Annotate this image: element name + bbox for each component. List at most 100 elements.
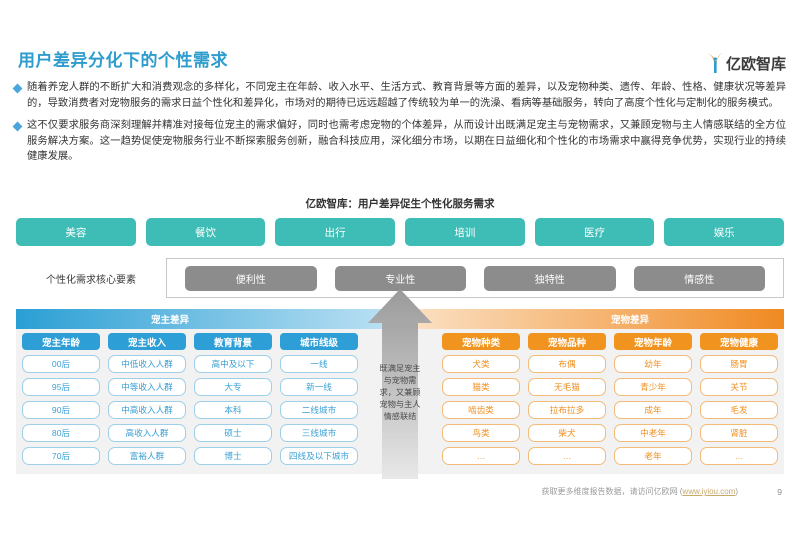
cell[interactable]: 中老年 <box>614 424 692 442</box>
core-pill-convenience[interactable]: 便利性 <box>185 265 317 291</box>
arrow-head-icon <box>368 289 432 323</box>
core-elements-row: 个性化需求核心要素 便利性 专业性 独特性 情感性 <box>16 258 784 298</box>
cell[interactable]: 青少年 <box>614 378 692 396</box>
service-pill-entertainment[interactable]: 娱乐 <box>664 218 785 246</box>
cell[interactable]: 新一线 <box>280 378 358 396</box>
bullet-text: 这不仅要求服务商深刻理解并精准对接每位宠主的需求偏好，同时也需考虑宠物的个体差异… <box>27 120 786 162</box>
column-owner-city-tier: 城市线级 一线 新一线 二线城市 三线城市 四线及以下城市 <box>280 333 358 465</box>
column-pet-health: 宠物健康 肠胃 关节 毛发 肾脏 … <box>700 333 778 465</box>
service-pill-dining[interactable]: 餐饮 <box>145 218 266 246</box>
owner-columns: 宠主年龄 00后 95后 90后 80后 70后 宠主收入 中低收入人群 中等收… <box>16 333 364 465</box>
cell[interactable]: 三线城市 <box>280 424 358 442</box>
column-header: 城市线级 <box>280 333 358 350</box>
cell[interactable]: 博士 <box>194 447 272 465</box>
cell[interactable]: 中低收入人群 <box>108 355 186 373</box>
cell[interactable]: 啮齿类 <box>442 401 520 419</box>
cell[interactable]: 猫类 <box>442 378 520 396</box>
cell[interactable]: 拉布拉多 <box>528 401 606 419</box>
cell[interactable]: 本科 <box>194 401 272 419</box>
cell[interactable]: 四线及以下城市 <box>280 447 358 465</box>
footer-text-prefix: 获取更多维度报告数据，请访问亿欧网 ( <box>541 487 683 496</box>
cell[interactable]: 肾脏 <box>700 424 778 442</box>
owner-band: 宠主差异 <box>16 309 400 329</box>
pet-columns: 宠物种类 犬类 猫类 啮齿类 鸟类 … 宠物品种 布偶 无毛猫 拉布拉多 柴犬 … <box>436 333 784 465</box>
core-pill-emotion[interactable]: 情感性 <box>633 265 765 291</box>
column-pet-breed: 宠物品种 布偶 无毛猫 拉布拉多 柴犬 … <box>528 333 606 465</box>
arrow-label: 既满足宠主与宠物需求，又兼顾宠物与主人情感联结 <box>379 364 421 421</box>
column-owner-education: 教育背景 高中及以下 大专 本科 硕士 博士 <box>194 333 272 465</box>
cell[interactable]: 幼年 <box>614 355 692 373</box>
chart-title: 亿欧智库：用户差异促生个性化服务需求 <box>305 198 495 210</box>
service-pill-travel[interactable]: 出行 <box>275 218 396 246</box>
cell[interactable]: 90后 <box>22 401 100 419</box>
bullet-item: 这不仅要求服务商深刻理解并精准对接每位宠主的需求偏好，同时也需考虑宠物的个体差异… <box>12 118 786 165</box>
cell[interactable]: 犬类 <box>442 355 520 373</box>
cell[interactable]: 鸟类 <box>442 424 520 442</box>
cell[interactable]: 二线城市 <box>280 401 358 419</box>
y-mark-icon <box>705 52 723 74</box>
diamond-bullet-icon <box>12 121 23 132</box>
column-owner-income: 宠主收入 中低收入人群 中等收入人群 中高收入人群 高收入人群 富裕人群 <box>108 333 186 465</box>
column-header: 宠主收入 <box>108 333 186 350</box>
footer-note: 获取更多维度报告数据，请访问亿欧网 (www.iyiou.com) <box>542 486 738 497</box>
service-pill-beauty[interactable]: 美容 <box>16 218 136 246</box>
page-title: 用户差异分化下的个性需求 <box>18 51 228 70</box>
cell[interactable]: … <box>442 447 520 465</box>
column-pet-age: 宠物年龄 幼年 青少年 成年 中老年 老年 <box>614 333 692 465</box>
cell[interactable]: … <box>528 447 606 465</box>
core-pill-professionalism[interactable]: 专业性 <box>334 265 466 291</box>
cell[interactable]: 富裕人群 <box>108 447 186 465</box>
column-header: 宠主年龄 <box>22 333 100 350</box>
cell[interactable]: 硕士 <box>194 424 272 442</box>
cell[interactable]: 一线 <box>280 355 358 373</box>
bullet-list: 随着养宠人群的不断扩大和消费观念的多样化，不同宠主在年龄、收入水平、生活方式、教… <box>12 80 786 172</box>
cell[interactable]: 老年 <box>614 447 692 465</box>
column-header: 教育背景 <box>194 333 272 350</box>
cell[interactable]: 00后 <box>22 355 100 373</box>
footer-link[interactable]: www.iyiou.com <box>682 487 736 496</box>
cell[interactable]: 80后 <box>22 424 100 442</box>
owner-band-label: 宠主差异 <box>151 315 190 326</box>
cell[interactable]: 布偶 <box>528 355 606 373</box>
cell[interactable]: 70后 <box>22 447 100 465</box>
core-elements-box: 便利性 专业性 独特性 情感性 <box>166 258 784 298</box>
service-pill-training[interactable]: 培训 <box>405 218 525 246</box>
cell[interactable]: 95后 <box>22 378 100 396</box>
cell[interactable]: 高收入人群 <box>108 424 186 442</box>
column-header: 宠物种类 <box>442 333 520 350</box>
service-pill-medical[interactable]: 医疗 <box>534 218 655 246</box>
cell[interactable]: … <box>700 447 778 465</box>
page-number: 9 <box>777 487 782 497</box>
bullet-item: 随着养宠人群的不断扩大和消费观念的多样化，不同宠主在年龄、收入水平、生活方式、教… <box>12 80 786 111</box>
panel-columns: 宠主年龄 00后 95后 90后 80后 70后 宠主收入 中低收入人群 中等收… <box>16 333 784 465</box>
arrow-shaft <box>382 322 418 479</box>
column-header: 宠物健康 <box>700 333 778 350</box>
service-category-row: 美容 餐饮 出行 培训 医疗 娱乐 <box>16 218 785 246</box>
center-up-arrow: 既满足宠主与宠物需求，又兼顾宠物与主人情感联结 <box>368 289 432 479</box>
core-elements-label: 个性化需求核心要素 <box>46 274 136 286</box>
pet-band-label: 宠物差异 <box>610 315 649 326</box>
cell[interactable]: 中高收入人群 <box>108 401 186 419</box>
cell[interactable]: 无毛猫 <box>528 378 606 396</box>
pet-band: 宠物差异 <box>400 309 784 329</box>
column-owner-age: 宠主年龄 00后 95后 90后 80后 70后 <box>22 333 100 465</box>
cell[interactable]: 中等收入人群 <box>108 378 186 396</box>
column-header: 宠物品种 <box>528 333 606 350</box>
bullet-text: 随着养宠人群的不断扩大和消费观念的多样化，不同宠主在年龄、收入水平、生活方式、教… <box>27 82 786 109</box>
column-header: 宠物年龄 <box>614 333 692 350</box>
cell[interactable]: 毛发 <box>700 401 778 419</box>
diamond-bullet-icon <box>12 83 23 94</box>
cell[interactable]: 大专 <box>194 378 272 396</box>
column-pet-species: 宠物种类 犬类 猫类 啮齿类 鸟类 … <box>442 333 520 465</box>
cell[interactable]: 成年 <box>614 401 692 419</box>
core-pill-uniqueness[interactable]: 独特性 <box>484 265 616 291</box>
panel-band: 宠主差异 宠物差异 <box>16 309 784 329</box>
cell[interactable]: 柴犬 <box>528 424 606 442</box>
cell[interactable]: 肠胃 <box>700 355 778 373</box>
brand-logo: 亿欧智库 <box>705 52 786 74</box>
cell[interactable]: 高中及以下 <box>194 355 272 373</box>
cell[interactable]: 关节 <box>700 378 778 396</box>
logo-text: 亿欧智库 <box>725 55 786 73</box>
difference-panel: 宠主差异 宠物差异 宠主年龄 00后 95后 90后 80后 70后 宠主收入 <box>16 309 784 474</box>
